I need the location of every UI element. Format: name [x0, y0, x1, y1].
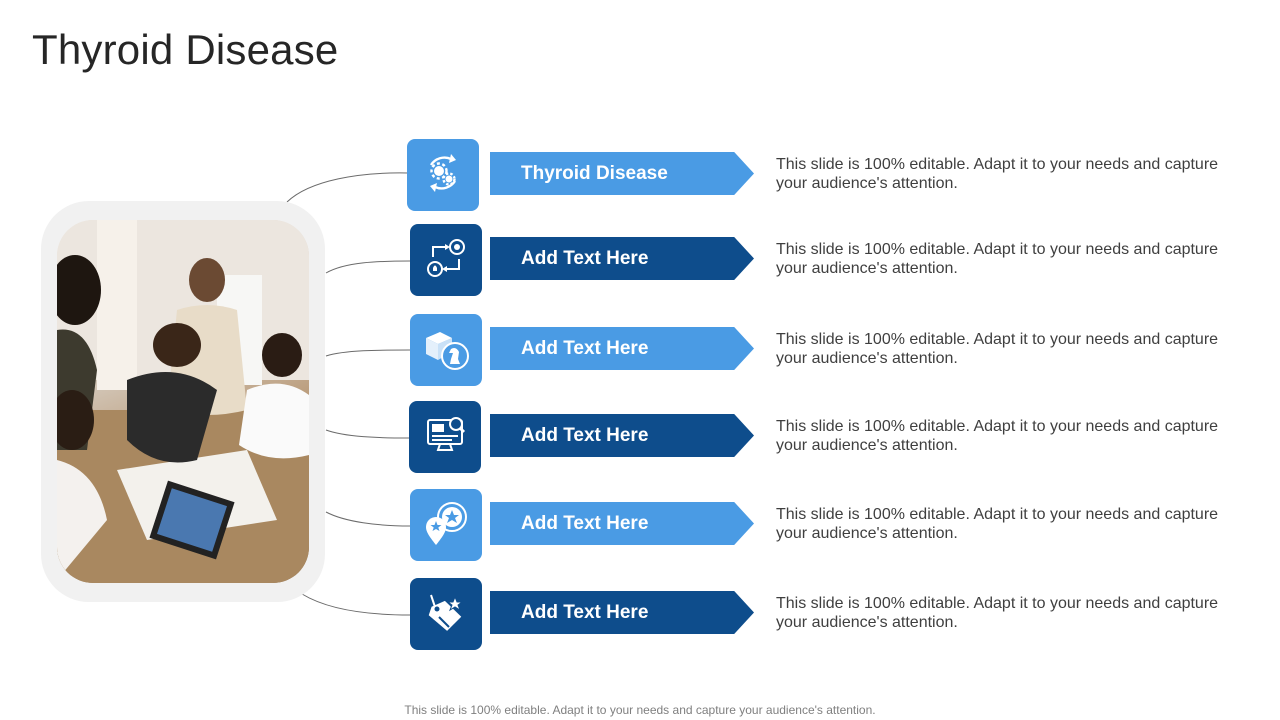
banner-label: Add Text Here	[521, 601, 649, 623]
item-description: This slide is 100% editable. Adapt it to…	[776, 331, 1219, 367]
star-location-icon	[422, 499, 470, 552]
banner-arrow: Add Text Here	[490, 414, 754, 457]
slide-title: Thyroid Disease	[32, 26, 339, 73]
banner-label: Add Text Here	[521, 512, 649, 534]
footer-note: This slide is 100% editable. Adapt it to…	[404, 703, 876, 717]
banner-arrow: Add Text Here	[490, 237, 754, 280]
icon-tile	[410, 224, 482, 296]
item-description: This slide is 100% editable. Adapt it to…	[776, 418, 1219, 454]
list-item: Thyroid Disease This slide is 100% edita…	[0, 139, 1280, 211]
icon-tile	[410, 489, 482, 561]
item-description: This slide is 100% editable. Adapt it to…	[776, 595, 1219, 631]
banner-label: Thyroid Disease	[521, 162, 668, 184]
idea-process-icon	[423, 235, 469, 286]
banner-arrow: Add Text Here	[490, 591, 754, 634]
list-item: Add Text Here This slide is 100% editabl…	[0, 578, 1280, 650]
icon-tile	[407, 139, 479, 211]
item-description: This slide is 100% editable. Adapt it to…	[776, 506, 1219, 542]
icon-tile	[410, 578, 482, 650]
banner-arrow: Add Text Here	[490, 327, 754, 370]
banner-arrow: Thyroid Disease	[490, 152, 754, 195]
team-meeting-photo	[57, 220, 309, 583]
list-item: Add Text Here This slide is 100% editabl…	[0, 224, 1280, 296]
banner-label: Add Text Here	[521, 424, 649, 446]
box-chess-knight-icon	[422, 324, 470, 377]
icon-tile	[410, 314, 482, 386]
icon-tile	[409, 401, 481, 473]
list-item: Add Text Here This slide is 100% editabl…	[0, 401, 1280, 473]
gears-cycle-icon	[421, 151, 465, 200]
banner-label: Add Text Here	[521, 337, 649, 359]
list-item: Add Text Here This slide is 100% editabl…	[0, 314, 1280, 386]
star-tag-icon	[423, 589, 469, 640]
ad-monitor-icon	[422, 412, 468, 463]
banner-arrow: Add Text Here	[490, 502, 754, 545]
banner-label: Add Text Here	[521, 247, 649, 269]
item-description: This slide is 100% editable. Adapt it to…	[776, 156, 1219, 192]
item-description: This slide is 100% editable. Adapt it to…	[776, 241, 1219, 277]
list-item: Add Text Here This slide is 100% editabl…	[0, 489, 1280, 561]
